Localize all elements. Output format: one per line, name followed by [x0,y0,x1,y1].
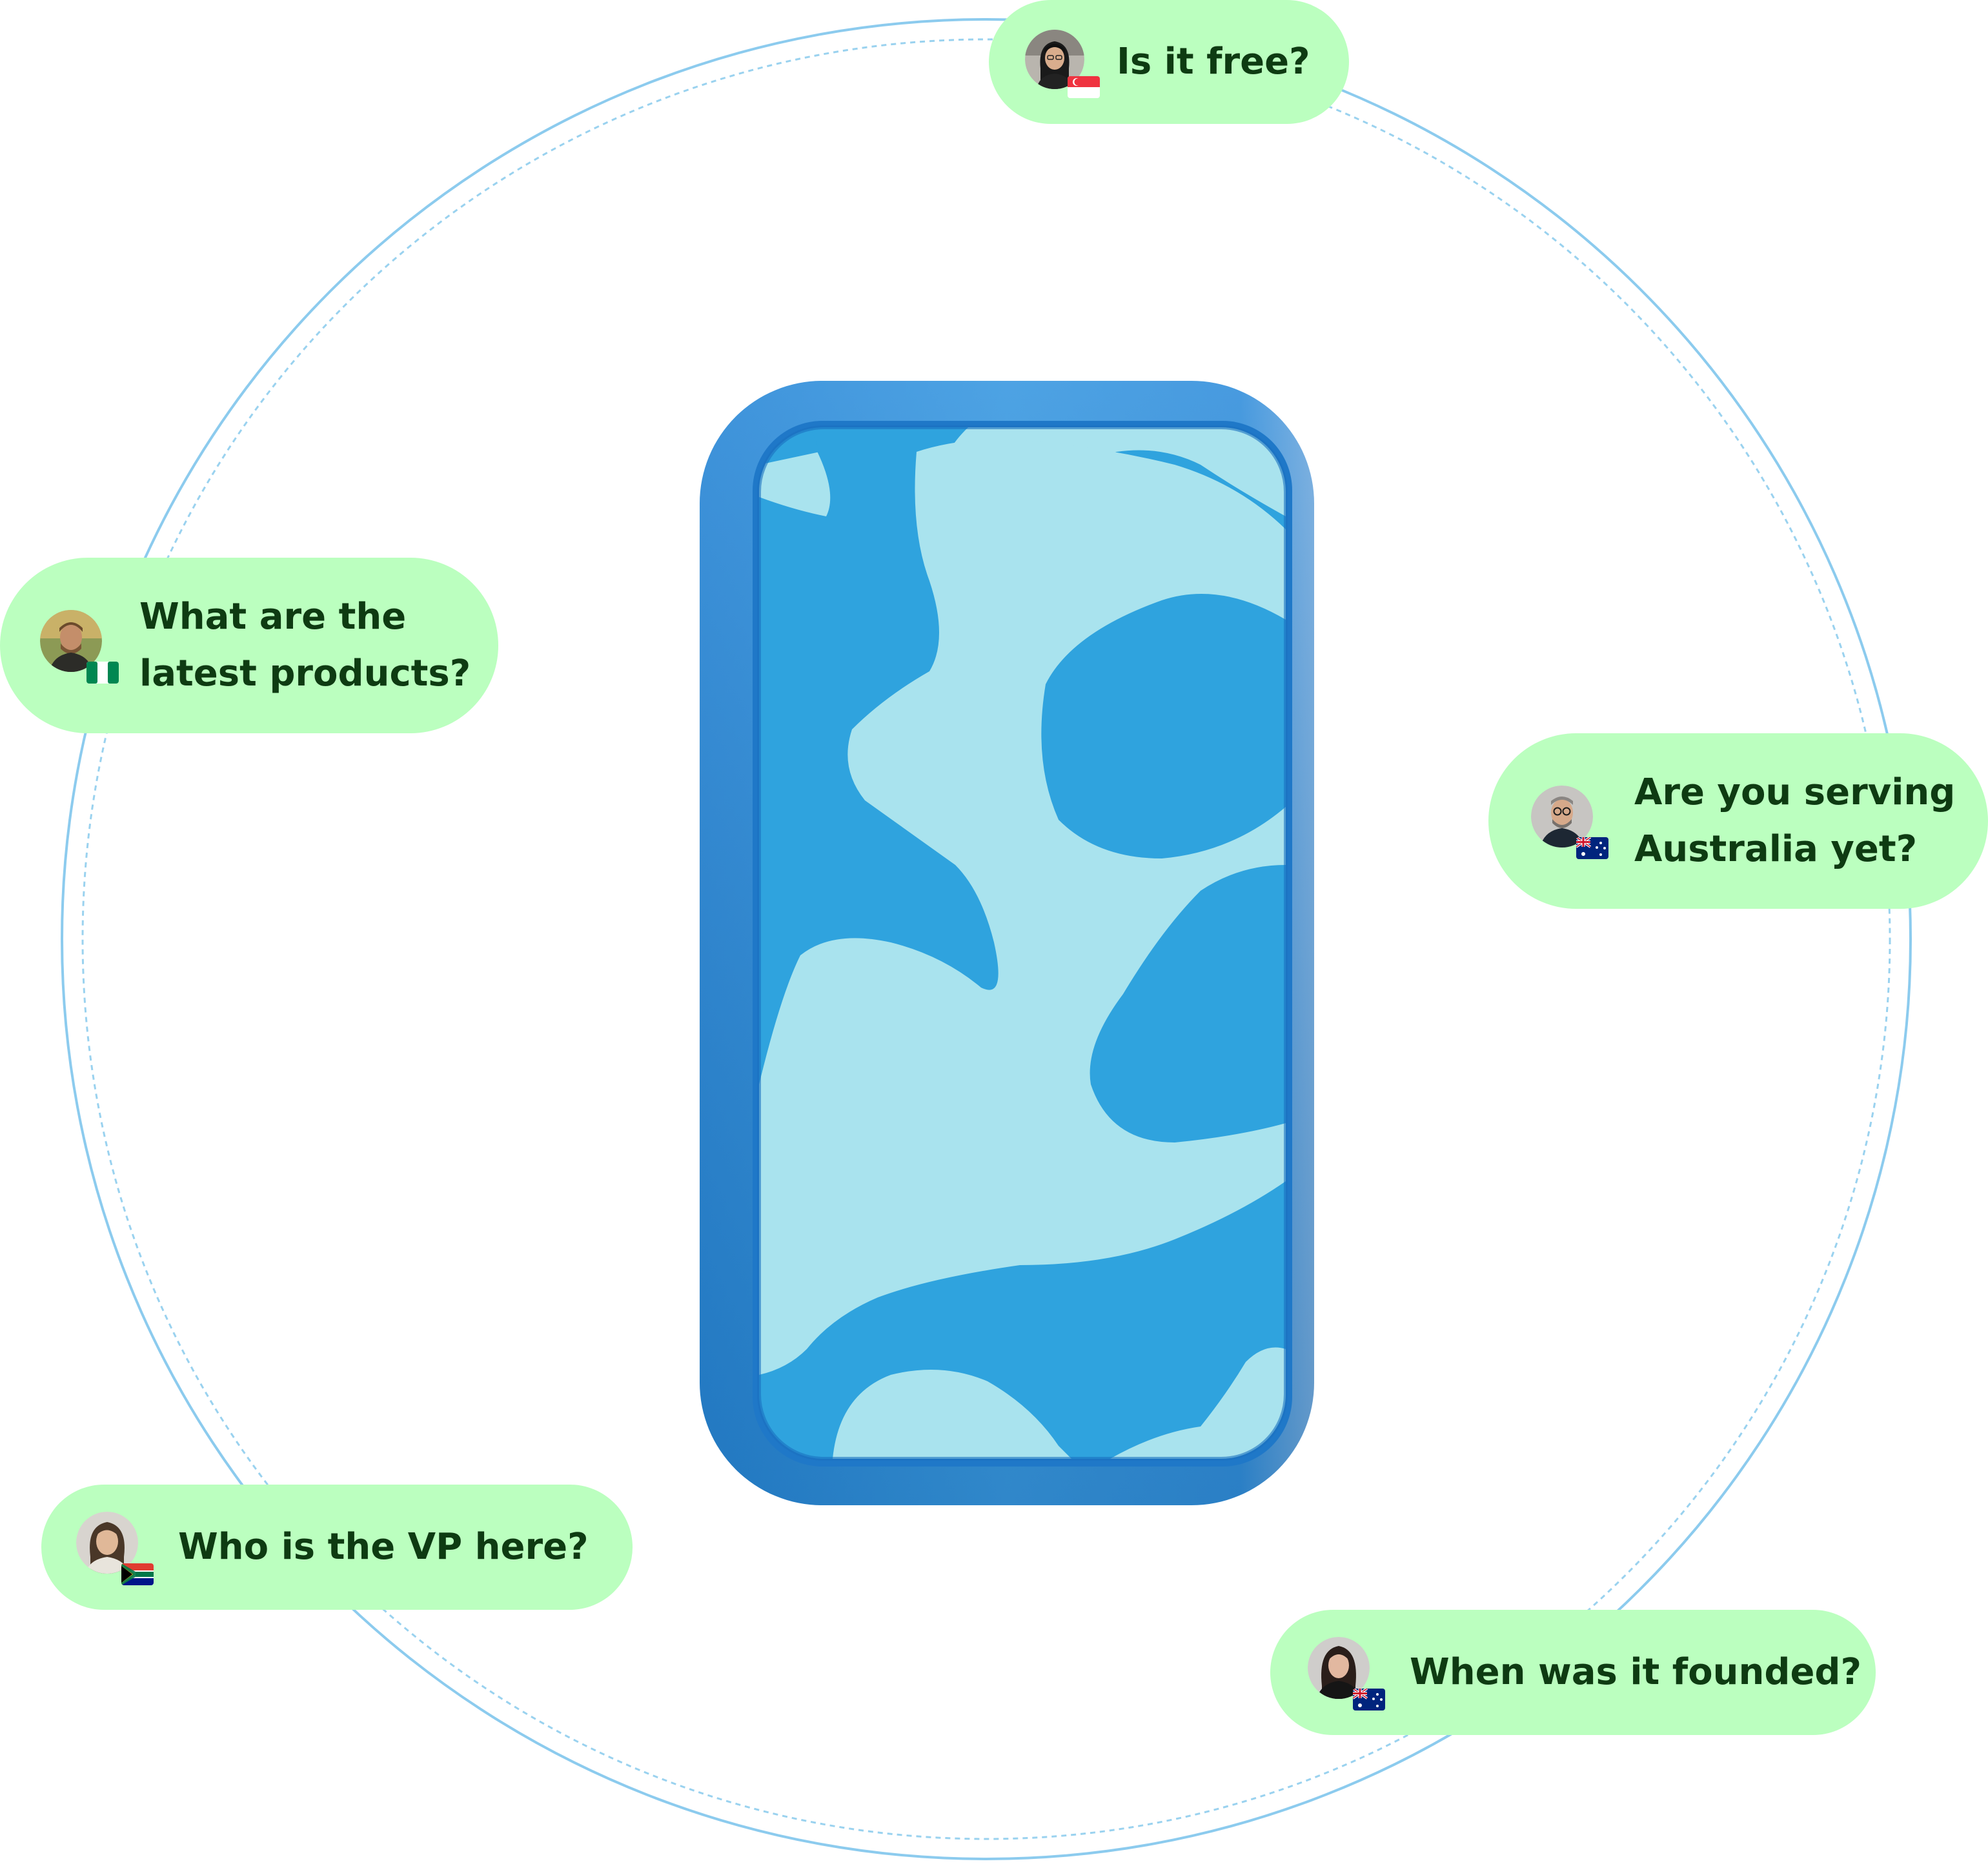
orbit-ring-outer [61,18,1912,1860]
avatar-group [1308,1637,1385,1711]
phone-illustration [700,381,1314,1505]
phone-screen [759,427,1286,1459]
australia-flag-icon [1353,1689,1385,1711]
woman-avatar-icon [76,1512,138,1574]
chat-bubble-free: Is it free? [989,0,1349,124]
bubble-line: Is it free? [1117,41,1310,83]
australia-flag-icon [1576,837,1608,859]
chat-bubble-founded: When was it founded? [1270,1610,1876,1735]
avatar-group [1025,30,1100,98]
bubble-line: Who is the VP here? [178,1526,589,1568]
chat-bubble-products: What are the latest products? [0,558,498,733]
bubble-line: Are you serving [1634,771,1956,813]
bubble-line: Australia yet? [1634,828,1918,870]
singapore-flag-icon [1068,76,1100,98]
nigeria-flag-icon [86,662,119,684]
bubble-line: What are the [139,596,407,638]
bubble-text-free: Is it free? [1117,34,1310,90]
bubble-text-vp: Who is the VP here? [178,1519,589,1576]
south-africa-flag-icon [121,1563,154,1585]
woman-avatar-icon [1308,1637,1370,1699]
avatar-group [76,1512,154,1585]
avatar-group [1531,786,1608,859]
bubble-text-products: What are the latest products? [139,589,471,702]
chat-bubble-australia: Are you serving Australia yet? [1488,733,1988,909]
bubble-text-australia: Are you serving Australia yet? [1634,764,1955,878]
man-avatar-icon [1531,786,1593,848]
bubble-line: latest products? [139,653,471,695]
avatar-group [40,610,119,684]
bubble-line: When was it founded? [1410,1651,1861,1693]
chat-bubble-vp: Who is the VP here? [41,1485,633,1610]
orbit-ring-inner [81,38,1891,1840]
bubble-text-founded: When was it founded? [1410,1644,1861,1701]
